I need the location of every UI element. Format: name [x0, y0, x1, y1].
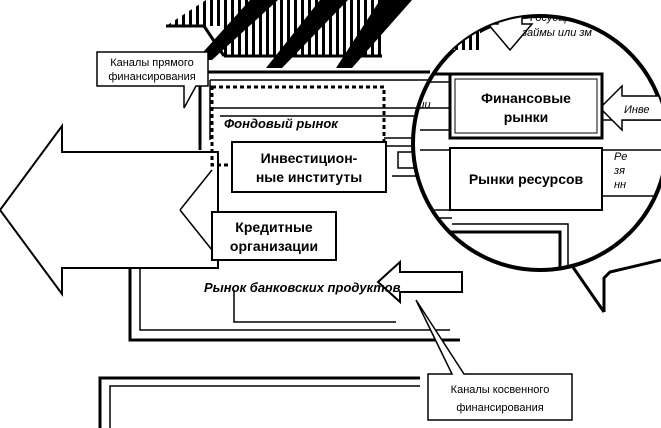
- gov-line1: Государс: [530, 12, 577, 24]
- financial-markets-box: Финансовые рынки: [448, 72, 604, 140]
- indirect-callout-line1: Каналы косвенного: [451, 384, 550, 396]
- gov-line2: займы или зм: [521, 27, 592, 39]
- bank-products-label: Рынок банковских продуктов: [204, 280, 401, 295]
- channel-pipes: [98, 70, 460, 428]
- credit-org-line2: организации: [230, 238, 318, 254]
- top-hatched-band: [166, 0, 412, 68]
- financial-markets-line1: Финансовые: [481, 90, 571, 106]
- partial-invest-text: Инве: [624, 104, 650, 116]
- partial-right-1: Ре: [614, 151, 627, 163]
- credit-organizations-box: Кредитные организации: [211, 211, 337, 261]
- resource-markets-box: Рынки ресурсов: [449, 147, 603, 211]
- direct-callout-line2: финансирования: [108, 71, 195, 83]
- left-big-arrow: [0, 122, 219, 298]
- indirect-financing-callout: Каналы косвенного финансирования: [415, 299, 573, 421]
- right-lower-arrow: [566, 258, 661, 313]
- credit-org-line1: Кредитные: [235, 219, 313, 235]
- invest-institutions-box: Инвестицион- ные институты: [231, 141, 387, 193]
- resource-markets-label: Рынки ресурсов: [469, 171, 584, 187]
- stock-market-label: Фондовый рынок: [224, 116, 339, 131]
- financial-markets-line2: рынки: [504, 109, 549, 125]
- invest-inst-line1: Инвестицион-: [261, 150, 358, 166]
- direct-financing-callout: Каналы прямого финансирования: [96, 51, 209, 109]
- indirect-callout-line2: финансирования: [456, 402, 543, 414]
- partial-right-3: нн: [614, 179, 626, 191]
- bank-products-arrow: [376, 259, 463, 305]
- direct-callout-line1: Каналы прямого: [110, 57, 194, 69]
- partial-right-2: зя: [613, 165, 625, 177]
- magnifier-circle: Государс займы или зм иции Инве Ре зя нн: [411, 12, 661, 272]
- invest-inst-line2: ные институты: [256, 169, 362, 185]
